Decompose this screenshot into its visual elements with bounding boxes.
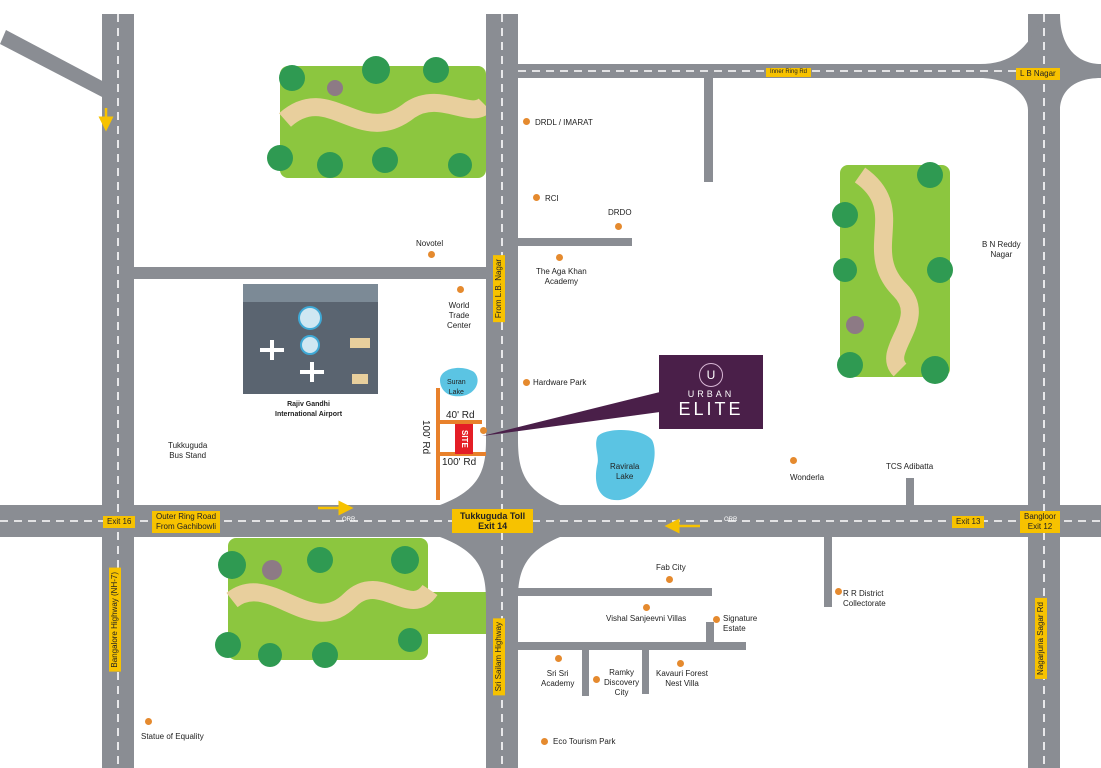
toll-line1: Tukkuguda Toll	[460, 511, 526, 521]
roads	[0, 14, 1101, 768]
srisailam-hwy-tag: Sri Sailam Highway	[493, 618, 505, 696]
bangalore-hwy-tag: Bangalore Highway (NH-7)	[109, 568, 121, 672]
hardware-park-dot	[523, 379, 530, 386]
inner-ring-rd-tag: Inner Ring Rd	[766, 68, 812, 77]
novotel-dot	[428, 251, 435, 258]
site-dot	[480, 427, 487, 434]
orr-gachibowli-tag: Outer Ring Road From Gachibowli	[152, 511, 221, 533]
brand-line2: ELITE	[678, 399, 744, 419]
brand-line1: URBAN	[687, 389, 735, 399]
wonderla-dot	[790, 457, 797, 464]
orr-right-label: ORR	[724, 517, 738, 523]
park-top	[267, 56, 492, 178]
rd100-h-label: 100' Rd	[442, 457, 477, 468]
drdo-label: DRDO	[608, 208, 632, 217]
tcs-label: TCS Adibatta	[886, 462, 934, 471]
rd100-v-label: 100' Rd	[420, 420, 431, 455]
airport-graphic	[243, 284, 378, 394]
drdo-dot	[615, 223, 622, 230]
suran-lake-label: Suran Lake	[447, 379, 466, 396]
kavauri-dot	[677, 660, 684, 667]
eco-tourism-dot	[541, 738, 548, 745]
ravirala-lake-label: Ravirala Lake	[610, 462, 640, 481]
exit12-tag: Bangloor Exit 12	[1020, 511, 1061, 533]
ravirala-lake	[595, 430, 655, 501]
ramky-dot	[593, 676, 600, 683]
orr-left-label: ORR	[342, 517, 356, 523]
toll-tag: Tukkuguda Toll Exit 14	[452, 509, 534, 533]
site-pointer	[482, 392, 660, 436]
airport-label: Rajiv Gandhi International Airport	[275, 401, 343, 418]
fab-city-label: Fab City	[656, 563, 686, 572]
rci-label: RCI	[545, 194, 559, 203]
nagarjuna-tag: Nagarjuna Sagar Rd	[1035, 598, 1047, 679]
site-roads	[436, 388, 486, 500]
signature-dot	[713, 616, 720, 623]
vishal-label: Vishal Sanjeevni Villas	[606, 614, 687, 623]
signature-label: Signature Estate	[723, 614, 758, 633]
wtc-dot	[457, 286, 464, 293]
wonderla-label: Wonderla	[790, 473, 825, 482]
drdl-dot	[523, 118, 530, 125]
exit16-tag: Exit 16	[103, 516, 136, 528]
wtc-label: World Trade Center	[447, 301, 472, 330]
park-right	[832, 162, 953, 384]
novotel-label: Novotel	[416, 239, 444, 248]
eco-tourism-label: Eco Tourism Park	[553, 737, 616, 746]
statue-dot	[145, 718, 152, 725]
brand-box: U URBAN ELITE	[659, 355, 763, 429]
tukkuguda-bus-label: Tukkuguda Bus Stand	[168, 441, 208, 460]
drdl-label: DRDL / IMARAT	[535, 118, 593, 127]
statue-label: Statue of Equality	[141, 732, 204, 741]
bn-reddy-label: B N Reddy Nagar	[982, 240, 1021, 259]
rr-district-label: R R District Collectorate	[843, 589, 886, 608]
fab-city-dot	[666, 576, 673, 583]
suran-lake	[440, 367, 478, 397]
from-lb-nagar-tag: From L.B. Nagar	[493, 255, 505, 323]
aga-khan-dot	[556, 254, 563, 261]
lb-nagar-tag: L B Nagar	[1016, 68, 1060, 80]
aga-khan-label: The Aga Khan Academy	[536, 267, 587, 286]
rr-district-dot	[835, 588, 842, 595]
site-marker: SITE	[455, 424, 473, 454]
sri-sri-dot	[555, 655, 562, 662]
park-bottom	[215, 538, 490, 668]
vishal-dot	[643, 604, 650, 611]
toll-line2: Exit 14	[478, 521, 508, 531]
exit13-tag: Exit 13	[952, 516, 985, 528]
rci-dot	[533, 194, 540, 201]
ramky-label: Ramky Discovery City	[604, 668, 640, 697]
hardware-park-label: Hardware Park	[533, 378, 587, 387]
sri-sri-label: Sri Sri Academy	[541, 669, 575, 688]
brand-logo-icon: U	[699, 363, 723, 387]
kavauri-label: Kavauri Forest Nest Villa	[656, 669, 709, 688]
rd40-label: 40' Rd	[446, 410, 475, 421]
